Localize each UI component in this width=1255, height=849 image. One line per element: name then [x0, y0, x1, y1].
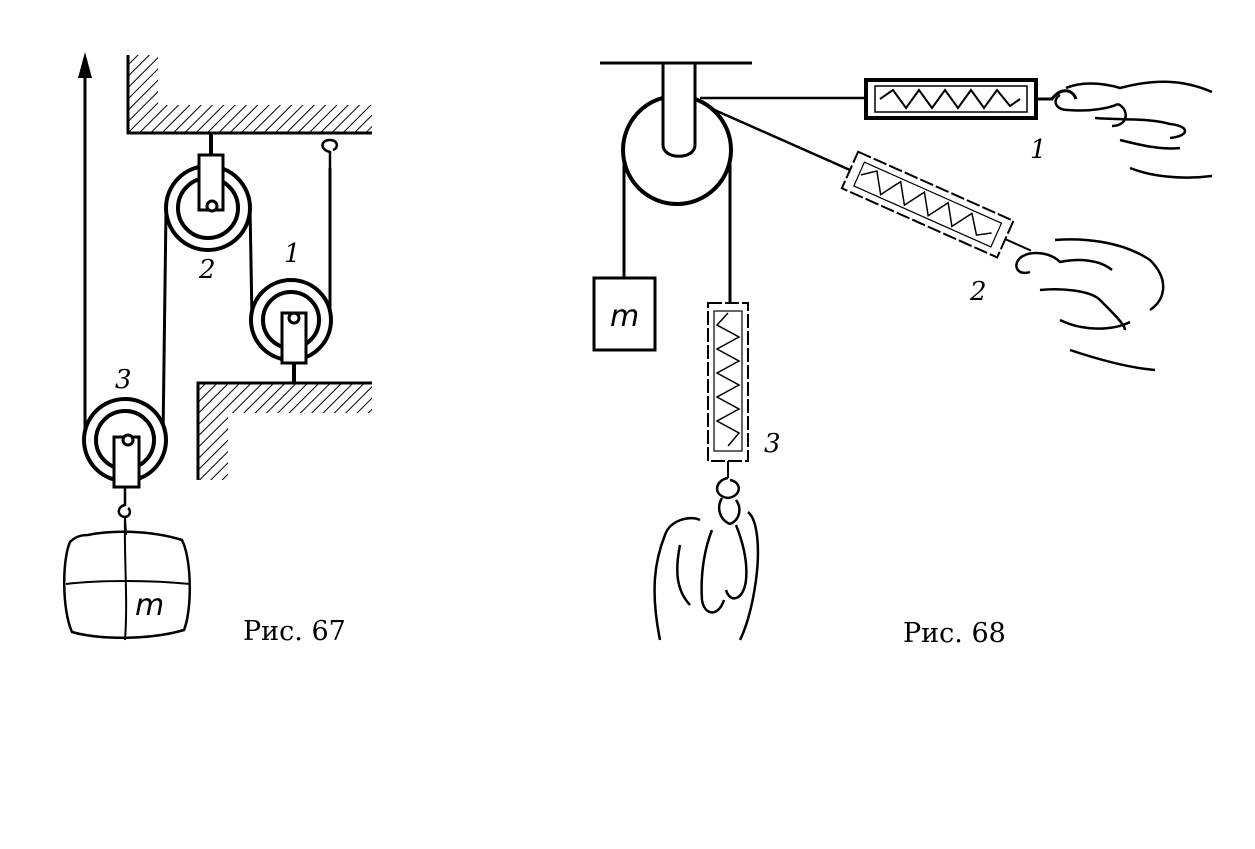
hand-3: [653, 497, 760, 641]
hanging-mass: [592, 276, 657, 352]
pulley-2: [164, 133, 252, 252]
figure-67-caption: Рис. 67: [243, 616, 346, 647]
figure-67: m 1 2 3 Рис. 67: [63, 52, 372, 647]
pulley-3-label: 3: [115, 365, 132, 395]
mass-label: m: [610, 299, 639, 334]
mass-label: m: [135, 588, 164, 623]
pulley-1-label: 1: [284, 239, 301, 269]
pulley-2-label: 2: [198, 255, 216, 285]
figure-68-caption: Рис. 68: [903, 618, 1006, 649]
ceiling-support: [126, 55, 372, 135]
rope: [161, 138, 339, 439]
fixed-pulley: [621, 61, 733, 206]
dynamometer-2-label: 2: [969, 277, 987, 307]
hand-2: [1015, 238, 1165, 372]
figure-68: m: [592, 61, 1213, 649]
dynamometer-3-label: 3: [764, 429, 781, 459]
dynamometer-3: [707, 302, 749, 500]
hand-1: [1054, 80, 1213, 179]
pulley-3: [82, 397, 168, 519]
load-mass: [63, 516, 191, 641]
dynamometer-1: [864, 78, 1078, 120]
pulley-1: [249, 278, 333, 383]
dynamometer-2: [840, 150, 1032, 259]
rope: [622, 96, 866, 303]
pull-arrow: [78, 52, 92, 438]
dynamometer-1-label: 1: [1030, 135, 1047, 165]
floor-support: [196, 381, 372, 480]
